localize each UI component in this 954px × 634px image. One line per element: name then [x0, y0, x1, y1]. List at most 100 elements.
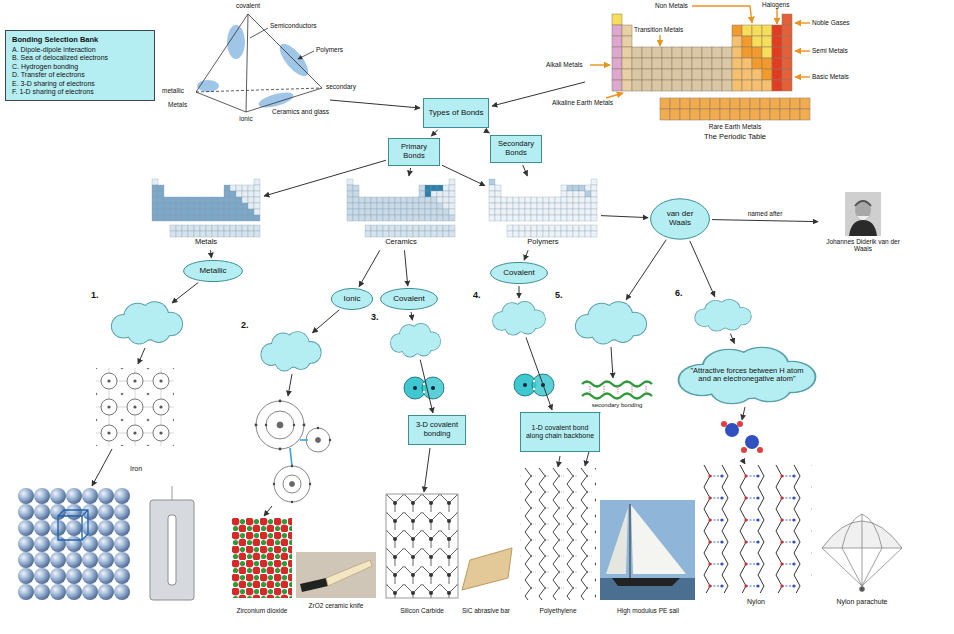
table-cell — [164, 197, 170, 203]
table-cell — [407, 203, 413, 209]
bank-item: E. 3-D sharing of electrons — [12, 80, 148, 88]
table-cell — [513, 197, 519, 203]
table-caption: Ceramics — [345, 238, 457, 246]
table-cell — [722, 58, 732, 69]
table-cell — [543, 225, 549, 231]
table-cell — [431, 185, 437, 191]
table-cell — [573, 225, 579, 231]
table-cell — [742, 58, 752, 69]
table-cell — [230, 209, 236, 215]
table-cell — [549, 203, 555, 209]
table-cell — [549, 231, 555, 237]
cloud-shape — [692, 298, 754, 332]
table-cell — [431, 191, 437, 197]
table-cell — [722, 47, 732, 58]
table-cell — [652, 80, 662, 91]
table-cell — [443, 197, 449, 203]
table-cell — [242, 225, 248, 231]
table-cell — [519, 215, 525, 221]
table-cell — [242, 197, 248, 203]
table-cell — [425, 185, 431, 191]
table-cell — [489, 209, 495, 215]
text-label: The Periodic Table — [704, 133, 766, 141]
table-cell — [501, 215, 507, 221]
text-label: covalent — [236, 2, 260, 9]
table-cell — [567, 231, 573, 237]
table-cell — [770, 98, 780, 109]
node-text: Primary Bonds — [393, 143, 435, 160]
table-cell — [353, 203, 359, 209]
table-cell — [431, 197, 437, 203]
table-cell — [242, 191, 248, 197]
table-cell — [224, 203, 230, 209]
text-label: Basic Metals — [812, 73, 849, 80]
answer-cloud: 1. — [108, 300, 186, 345]
table-cell — [182, 209, 188, 215]
table-cell — [561, 215, 567, 221]
table-cell — [254, 231, 260, 237]
polyethylene-chains — [520, 468, 596, 600]
iron-lattice — [96, 368, 174, 446]
table-cell — [158, 185, 164, 191]
table-cell — [489, 215, 495, 221]
table-cell — [519, 203, 525, 209]
table-cell — [200, 231, 206, 237]
table-cell — [591, 209, 597, 215]
connector — [411, 312, 412, 320]
table-cell — [692, 58, 702, 69]
table-cell — [690, 109, 700, 120]
connector — [690, 241, 715, 297]
table-cell — [419, 185, 425, 191]
table-cell — [170, 225, 176, 231]
table-cell — [377, 231, 383, 237]
table-cell — [750, 98, 760, 109]
text-label: ZrO2 ceramic knife — [309, 602, 364, 609]
table-cell — [365, 225, 371, 231]
table-cell — [585, 191, 591, 197]
table-cell — [722, 80, 732, 91]
table-cell — [730, 98, 740, 109]
table-cell — [585, 197, 591, 203]
table-cell — [519, 209, 525, 215]
table-cell — [401, 215, 407, 221]
table-cell — [158, 209, 164, 215]
table-cell — [365, 197, 371, 203]
connector-label: named after — [747, 210, 784, 217]
connector — [519, 286, 520, 298]
table-cell — [449, 231, 455, 237]
table-cell — [489, 197, 495, 203]
table-cell — [531, 209, 537, 215]
table-cell — [182, 231, 188, 237]
covalent-atoms-1d — [514, 374, 554, 396]
table-cell — [407, 197, 413, 203]
table-cell — [194, 197, 200, 203]
table-cell — [612, 69, 622, 80]
table-cell — [549, 197, 555, 203]
table-cell — [742, 80, 752, 91]
table-cell — [236, 203, 242, 209]
table-cell — [170, 231, 176, 237]
table-cell — [224, 231, 230, 237]
callout-number: 2. — [241, 320, 249, 330]
connector — [730, 334, 734, 344]
table-cell — [437, 191, 443, 197]
table-cell — [495, 209, 501, 215]
text-label: Ceramics and glass — [272, 108, 329, 115]
table-cell — [236, 191, 242, 197]
table-cell — [660, 98, 670, 109]
table-cell — [389, 203, 395, 209]
table-cell — [762, 69, 772, 80]
connector — [420, 360, 433, 413]
node-text: Types of Bonds — [428, 108, 483, 117]
table-cell — [672, 80, 682, 91]
table-cell — [359, 215, 365, 221]
table-caption: Polymers — [487, 238, 599, 246]
table-cell — [158, 197, 164, 203]
silicon-carbide-structure — [386, 494, 458, 598]
water-molecules — [721, 421, 763, 453]
table-cell — [242, 209, 248, 215]
bond-ellipse: Covalent — [490, 262, 548, 284]
table-cell — [188, 225, 194, 231]
table-cell — [395, 215, 401, 221]
